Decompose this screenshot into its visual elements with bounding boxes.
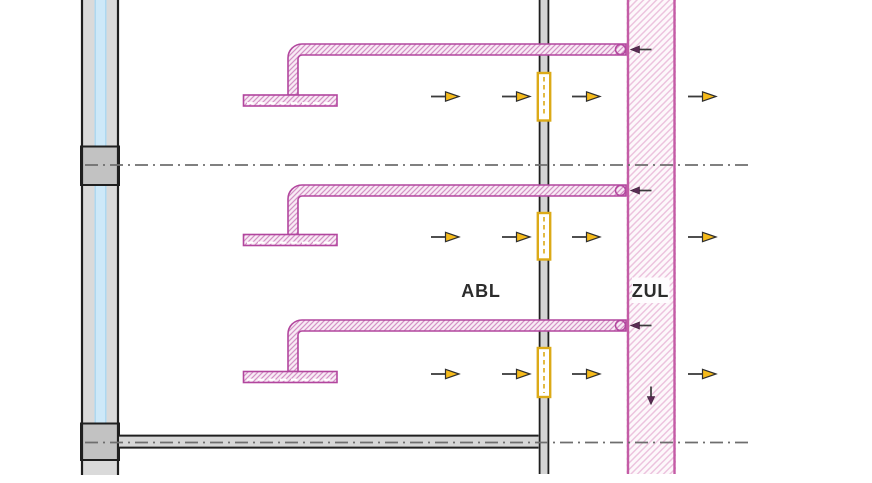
airflow-arrow-icon	[444, 368, 461, 380]
supply-inlet-arrow-icon	[629, 321, 652, 330]
fire-damper-icon	[536, 211, 552, 261]
duct-damper-circle-icon	[614, 43, 627, 56]
airflow-arrows-floor-1	[431, 90, 718, 103]
airflow-arrow-icon	[585, 231, 602, 243]
fire-damper-icon	[536, 71, 552, 122]
airflow-arrow-icon	[585, 368, 602, 380]
airflow-arrow-icon	[585, 90, 602, 103]
zul-label: ZUL	[632, 281, 669, 301]
supply-down-arrow-icon	[646, 386, 656, 406]
duct-damper-circle-icon	[614, 184, 627, 197]
exhaust-duct	[287, 184, 627, 236]
abl-label: ABL	[461, 281, 500, 301]
air-diffuser-icon	[242, 94, 338, 107]
duct-damper-circle-icon	[614, 319, 627, 332]
exhaust-duct	[287, 319, 627, 373]
airflow-arrow-icon	[515, 90, 532, 103]
airflow-arrow-icon	[444, 231, 461, 243]
air-diffuser-icon	[242, 370, 338, 384]
zul-label-background	[632, 277, 670, 303]
fire-damper-icon	[536, 346, 552, 399]
supply-shaft	[626, 0, 676, 474]
airflow-arrows-floor-3	[431, 368, 718, 380]
exhaust-duct	[287, 43, 627, 96]
slab-fill	[119, 436, 539, 447]
airflow-arrows-floor-2	[431, 231, 718, 243]
glazing-strip	[94, 0, 107, 424]
airflow-arrow-icon	[701, 90, 718, 103]
supply-inlet-arrow-icon	[629, 186, 652, 195]
duct-assembly-floor-1	[242, 43, 652, 107]
airflow-arrow-icon	[515, 231, 532, 243]
facade-wall	[80, 0, 120, 475]
floor-slab	[119, 434, 539, 449]
airflow-arrow-icon	[701, 368, 718, 380]
supply-inlet-arrow-icon	[629, 45, 652, 54]
air-diffuser-icon	[242, 233, 338, 247]
duct-assembly-floor-3	[242, 319, 652, 384]
airflow-arrow-icon	[444, 90, 461, 103]
airflow-arrow-icon	[515, 368, 532, 380]
airflow-arrow-icon	[701, 231, 718, 243]
duct-assembly-floor-2	[242, 184, 652, 247]
